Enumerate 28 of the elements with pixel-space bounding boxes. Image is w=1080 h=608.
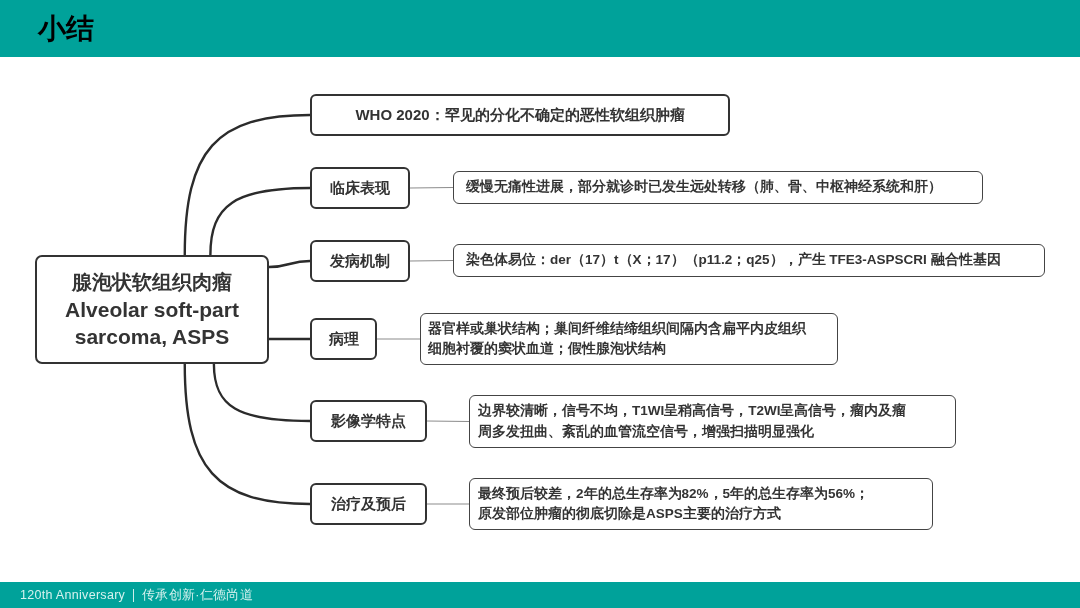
connector-line: [409, 259, 454, 262]
branch-box: 发病机制: [310, 240, 410, 282]
branch-curve: [268, 259, 311, 269]
connector-line: [426, 503, 470, 505]
slide-title: 小结: [38, 14, 94, 43]
branch-curve: [212, 363, 311, 423]
branch-curve: [209, 186, 311, 256]
note-box: 边界较清晰，信号不均，T1WI呈稍高信号，T2WI呈高信号，瘤内及瘤周多发扭曲、紊乱的血管流空信号，增强扫描明显强化: [469, 395, 956, 448]
branch-box: 病理: [310, 318, 377, 360]
connector-line: [376, 338, 421, 340]
branch-curve: [269, 337, 310, 341]
topic-box: [35, 255, 269, 364]
branch-curve: [183, 113, 311, 256]
note-box: 器官样或巢状结构；巢间纤维结缔组织间隔内含扁平内皮组织细胞衬覆的窦状血道；假性腺泡状结构: [420, 313, 838, 365]
connector-line: [426, 420, 470, 423]
branch-box: WHO 2020：罕见的分化不确定的恶性软组织肿瘤: [310, 94, 730, 136]
footer-text: 传承创新·仁德尚道: [142, 586, 254, 604]
connector-line: [409, 186, 454, 189]
topic-subtitle: Alveolar soft-part sarcoma, ASPS: [64, 296, 240, 351]
branch-box: 临床表现: [310, 167, 410, 209]
note-box: 染色体易位：der（17）t（X；17）（p11.2；q25），产生 TFE3-ASPSCRI 融合性基因: [453, 244, 1045, 277]
branch-curve: [183, 363, 311, 506]
branch-box: 治疗及预后: [310, 483, 427, 525]
branch-box: 影像学特点: [310, 400, 427, 442]
note-box: 最终预后较差，2年的总生存率为82%，5年的总生存率为56%；原发部位肿瘤的彻底切除是ASPS主要的治疗方式: [469, 478, 933, 530]
note-box: 缓慢无痛性进展，部分就诊时已发生远处转移（肺、骨、中枢神经系统和肝）: [453, 171, 983, 204]
footer-text: 120th Anniversary: [20, 586, 126, 604]
topic-title: 腺泡状软组织肉瘤: [72, 269, 232, 295]
